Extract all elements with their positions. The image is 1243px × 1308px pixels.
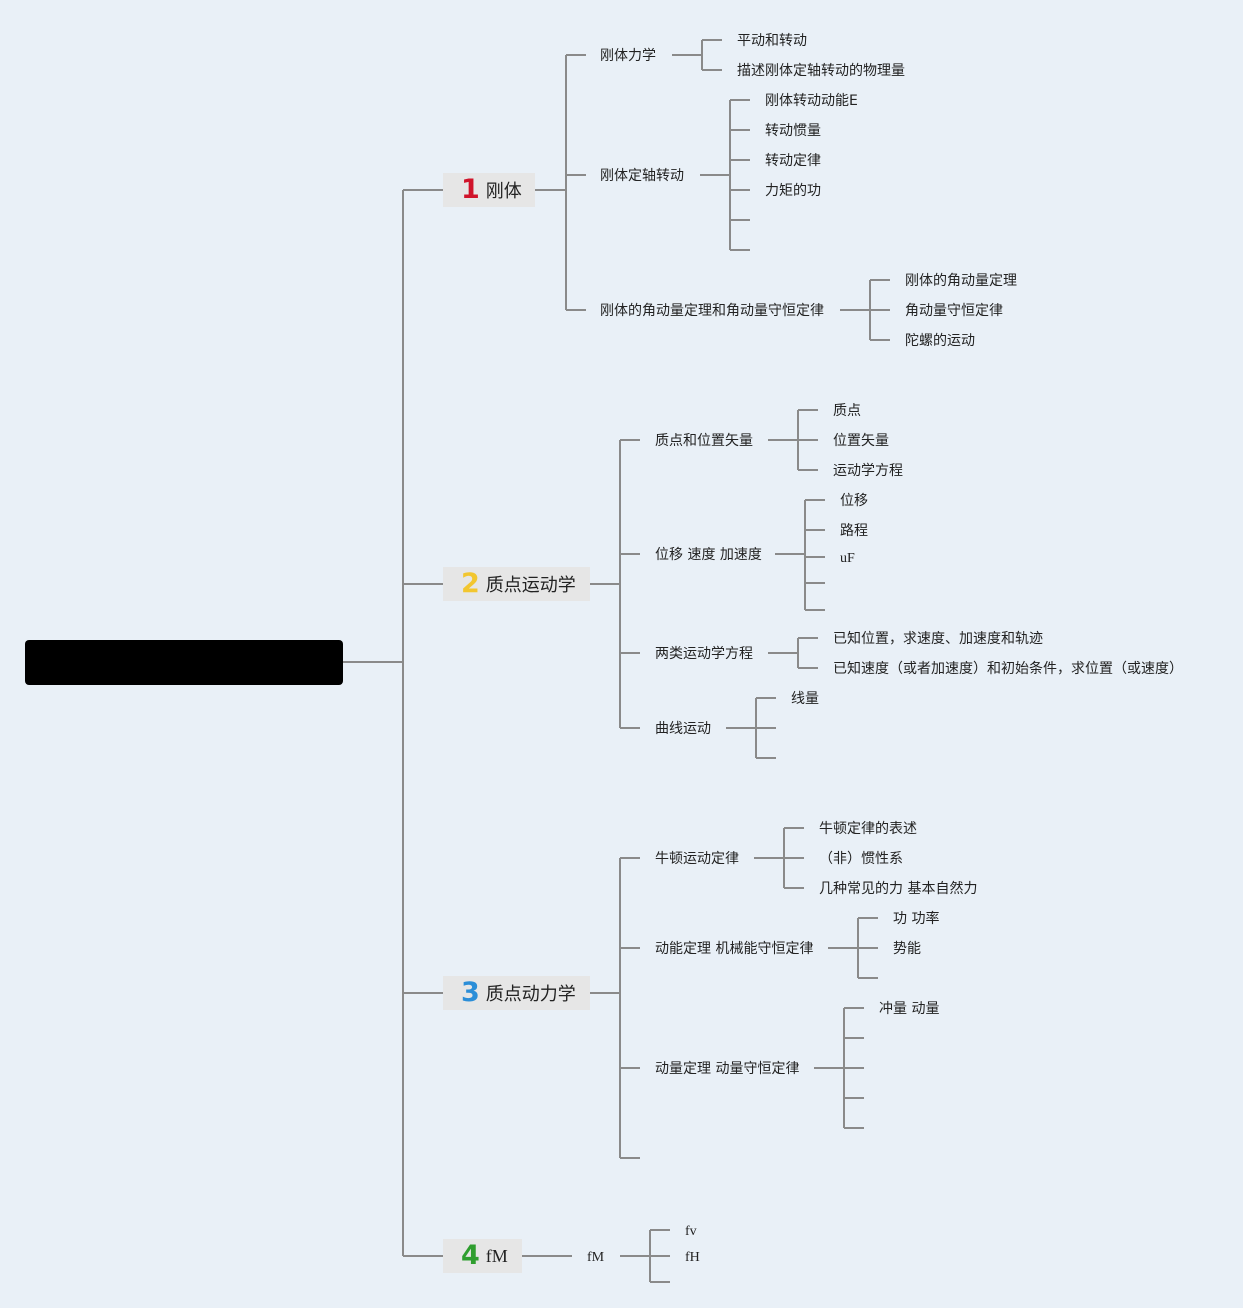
leaf[interactable]: 几种常见的力 基本自然力 xyxy=(819,881,978,897)
topic-number: 2 xyxy=(461,568,480,599)
leaf[interactable]: 位置矢量 xyxy=(833,433,889,449)
subtopic[interactable]: 质点和位置矢量 xyxy=(655,433,753,449)
leaf[interactable]: 路程 xyxy=(840,523,868,539)
leaf[interactable]: fv xyxy=(685,1224,697,1239)
leaf[interactable]: 转动定律 xyxy=(765,153,821,169)
topic-number: 1 xyxy=(461,174,480,205)
topic-label: fM xyxy=(485,1245,508,1266)
leaf[interactable]: 力矩的功 xyxy=(765,183,821,199)
subtopic[interactable]: 曲线运动 xyxy=(655,721,711,737)
subtopic[interactable]: 刚体力学 xyxy=(600,48,656,64)
leaf[interactable]: 功 功率 xyxy=(893,911,940,927)
leaf[interactable]: 转动惯量 xyxy=(765,123,821,139)
subtopic[interactable]: 动能定理 机械能守恒定律 xyxy=(655,941,814,957)
leaf[interactable]: 描述刚体定轴转动的物理量 xyxy=(737,63,905,79)
leaf[interactable]: 刚体的角动量定理 xyxy=(905,273,1017,289)
leaf[interactable]: 已知位置，求速度、加速度和轨迹 xyxy=(833,631,1043,647)
subtopic[interactable]: fM xyxy=(587,1250,605,1265)
leaf[interactable]: 已知速度（或者加速度）和初始条件，求位置（或速度） xyxy=(833,661,1183,677)
leaf[interactable]: 角动量守恒定律 xyxy=(905,303,1003,319)
topic-fm[interactable]: 4 fM xyxy=(443,1239,522,1273)
topic-number: 3 xyxy=(461,977,480,1008)
subtopic[interactable]: 位移 速度 加速度 xyxy=(655,547,762,563)
topic-number: 4 xyxy=(461,1240,480,1271)
leaf[interactable]: 冲量 动量 xyxy=(879,1001,940,1017)
leaf[interactable]: 位移 xyxy=(840,493,868,509)
leaf[interactable]: 线量 xyxy=(791,691,819,707)
subtopic[interactable]: 动量定理 动量守恒定律 xyxy=(655,1061,800,1077)
subtopic[interactable]: 两类运动学方程 xyxy=(655,646,753,662)
subtopic[interactable]: 刚体定轴转动 xyxy=(600,168,684,184)
subtopic[interactable]: 牛顿运动定律 xyxy=(655,851,739,867)
leaf[interactable]: 刚体转动动能E xyxy=(765,93,858,109)
leaf[interactable]: 牛顿定律的表述 xyxy=(819,821,917,837)
leaf[interactable]: uF xyxy=(840,551,855,566)
leaf[interactable]: 平动和转动 xyxy=(737,33,807,49)
leaf[interactable]: 质点 xyxy=(833,403,861,419)
topic-particle-dynamics[interactable]: 3 质点动力学 xyxy=(443,976,590,1010)
subtopic[interactable]: 刚体的角动量定理和角动量守恒定律 xyxy=(600,303,824,319)
topic-label: 质点动力学 xyxy=(485,984,576,1005)
topic-particle-kinematics[interactable]: 2 质点运动学 xyxy=(443,567,590,601)
leaf[interactable]: 陀螺的运动 xyxy=(905,333,975,349)
topic-label: 质点运动学 xyxy=(485,575,576,596)
root-node[interactable] xyxy=(25,640,343,685)
leaf[interactable]: （非）惯性系 xyxy=(819,851,903,867)
leaf[interactable]: fH xyxy=(685,1250,700,1265)
topic-label: 刚体 xyxy=(485,181,522,202)
topic-rigid-body[interactable]: 1 刚体 xyxy=(443,173,535,207)
leaf[interactable]: 运动学方程 xyxy=(833,463,903,479)
leaf[interactable]: 势能 xyxy=(893,941,921,957)
